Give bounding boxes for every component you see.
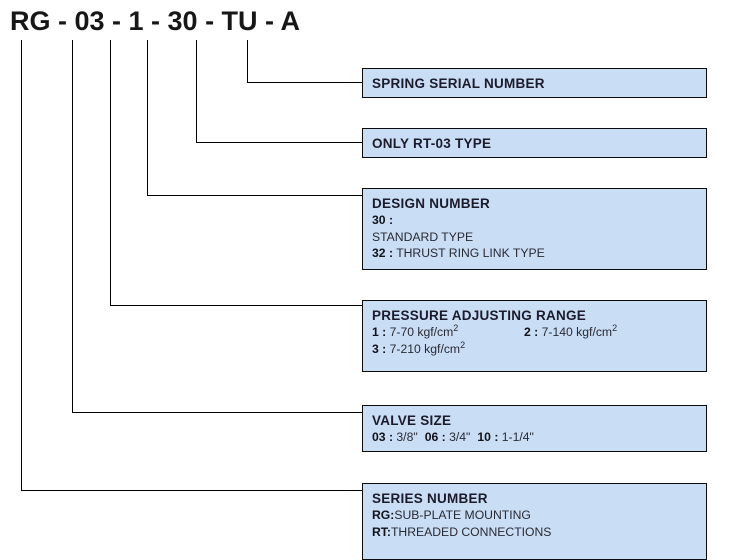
value-1: 7-70 kgf/cm bbox=[389, 325, 454, 339]
callout-series-number: SERIES NUMBER RG:SUB-PLATE MOUNTING RT:T… bbox=[362, 483, 707, 560]
code-2: 2 : bbox=[524, 325, 539, 339]
pressure-col-2: 2 : 7-140 kgf/cm2 bbox=[524, 322, 618, 341]
callout-pressure-adjusting-range: PRESSURE ADJUSTING RANGE 1 : 7-70 kgf/cm… bbox=[362, 300, 707, 372]
value-2: 7-140 kgf/cm bbox=[541, 325, 613, 339]
exp-1: 2 bbox=[453, 322, 459, 333]
callout-spring-serial-number: SPRING SERIAL NUMBER bbox=[362, 68, 707, 98]
desc-rg: SUB-PLATE MOUNTING bbox=[394, 508, 531, 522]
callout-design-number: DESIGN NUMBER 30 : STANDARD TYPE 32 : TH… bbox=[362, 188, 707, 270]
value-10: 1-1/4" bbox=[501, 430, 534, 444]
callout-title: VALVE SIZE bbox=[372, 413, 452, 428]
design-30-code: 30 : bbox=[372, 212, 706, 229]
value-03: 3/8" bbox=[396, 430, 418, 444]
exp-3: 2 bbox=[460, 339, 466, 350]
design-30-desc: STANDARD TYPE bbox=[372, 229, 474, 244]
code-10: 10 : bbox=[477, 430, 499, 444]
value-06: 3/4" bbox=[449, 430, 471, 444]
series-rt-row: RT:THREADED CONNECTIONS bbox=[372, 524, 706, 541]
code-rt: RT: bbox=[372, 524, 391, 539]
code-30: 30 : bbox=[372, 213, 394, 227]
design-32-row: 32 : THRUST RING LINK TYPE bbox=[372, 245, 706, 262]
desc-rt: THREADED CONNECTIONS bbox=[390, 524, 552, 539]
code-03: 03 : bbox=[372, 430, 394, 444]
code-1: 1 : bbox=[372, 325, 387, 339]
callout-title: SERIES NUMBER bbox=[372, 491, 488, 506]
pressure-row-2: 3 : 7-210 kgf/cm2 bbox=[372, 339, 706, 358]
value-3: 7-210 kgf/cm bbox=[389, 341, 461, 356]
leader-valve-size bbox=[71, 40, 362, 414]
leader-design-number bbox=[146, 40, 362, 197]
leader-pressure-range bbox=[109, 40, 362, 307]
callout-only-rt03-type: ONLY RT-03 TYPE bbox=[362, 128, 707, 158]
exp-2: 2 bbox=[612, 322, 618, 333]
leader-series-number bbox=[20, 40, 362, 492]
code-3: 3 : bbox=[372, 341, 387, 356]
leader-only-rt03 bbox=[195, 40, 362, 144]
callout-title: SPRING SERIAL NUMBER bbox=[372, 76, 545, 91]
callout-title: PRESSURE ADJUSTING RANGE bbox=[372, 308, 587, 323]
code-06: 06 : bbox=[424, 430, 446, 444]
series-rg-row: RG:SUB-PLATE MOUNTING bbox=[372, 507, 706, 524]
leader-spring-serial bbox=[246, 40, 362, 84]
desc-32: THRUST RING LINK TYPE bbox=[396, 246, 545, 260]
code-rg: RG: bbox=[372, 508, 395, 522]
callout-title: ONLY RT-03 TYPE bbox=[372, 136, 492, 151]
model-code-string: RG - 03 - 1 - 30 - TU - A bbox=[10, 6, 301, 36]
callout-title: DESIGN NUMBER bbox=[372, 196, 491, 211]
valve-size-row: 03 : 3/8" 06 : 3/4" 10 : 1-1/4" bbox=[372, 429, 706, 446]
callout-valve-size: VALVE SIZE 03 : 3/8" 06 : 3/4" 10 : 1-1/4" bbox=[362, 405, 707, 452]
pressure-row-1: 1 : 7-70 kgf/cm2 2 : 7-140 kgf/cm2 bbox=[372, 322, 706, 341]
code-32: 32 : bbox=[372, 246, 394, 260]
